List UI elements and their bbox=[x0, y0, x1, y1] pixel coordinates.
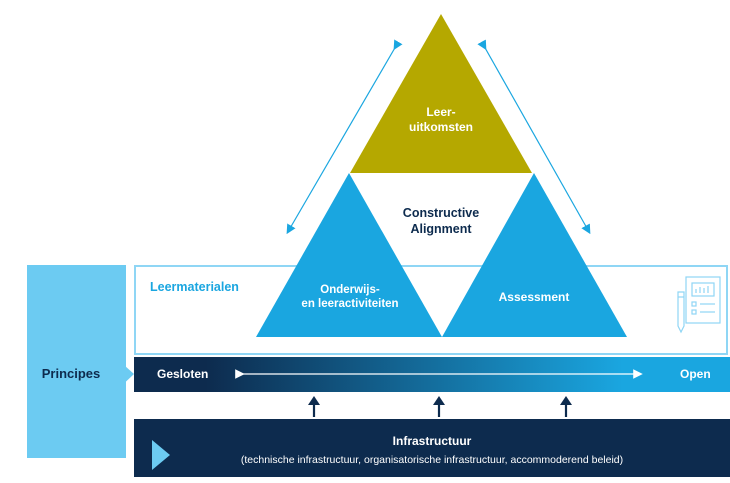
top-label-line2: uitkomsten bbox=[408, 120, 473, 134]
triangle-assessment bbox=[442, 173, 627, 337]
document-chart-icon bbox=[677, 276, 721, 334]
up-arrow-3 bbox=[560, 396, 572, 417]
center-label-line1: Constructive bbox=[402, 206, 480, 220]
top-triangle-label: Leer- uitkomsten bbox=[386, 105, 496, 135]
leermaterialen-frame bbox=[134, 265, 728, 355]
triangle-leeruitkomsten bbox=[350, 14, 532, 173]
left-double-arrow bbox=[286, 39, 403, 235]
infrastructuur-play-icon bbox=[152, 440, 170, 470]
principes-block bbox=[27, 265, 126, 458]
top-label-line1: Leer- bbox=[426, 105, 456, 119]
infrastructuur-title: Infrastructuur bbox=[392, 434, 472, 448]
principes-chevron bbox=[115, 357, 134, 392]
right-double-arrow bbox=[477, 39, 591, 235]
infrastructuur-subtitle: (technische infrastructuur, organisatori… bbox=[240, 454, 624, 466]
up-arrow-2 bbox=[433, 396, 445, 417]
infrastructuur-bar bbox=[134, 419, 730, 477]
left-triangle-label: Onderwijs- en leeractiviteiten bbox=[280, 283, 420, 312]
spectrum-left-label: Gesloten bbox=[157, 367, 209, 381]
leermaterialen-label: Leermaterialen bbox=[150, 280, 239, 294]
up-arrow-1 bbox=[308, 396, 320, 417]
left-label-line2: en leeractiviteiten bbox=[301, 298, 399, 311]
center-label: Constructive Alignment bbox=[376, 206, 506, 237]
right-triangle-label: Assessment bbox=[498, 290, 570, 304]
left-label-line1: Onderwijs- bbox=[320, 284, 380, 296]
principes-label: Principes bbox=[41, 366, 101, 381]
center-label-line2: Alignment bbox=[410, 221, 472, 236]
spectrum-right-label: Open bbox=[680, 367, 711, 381]
triangle-onderwijs bbox=[256, 173, 442, 337]
